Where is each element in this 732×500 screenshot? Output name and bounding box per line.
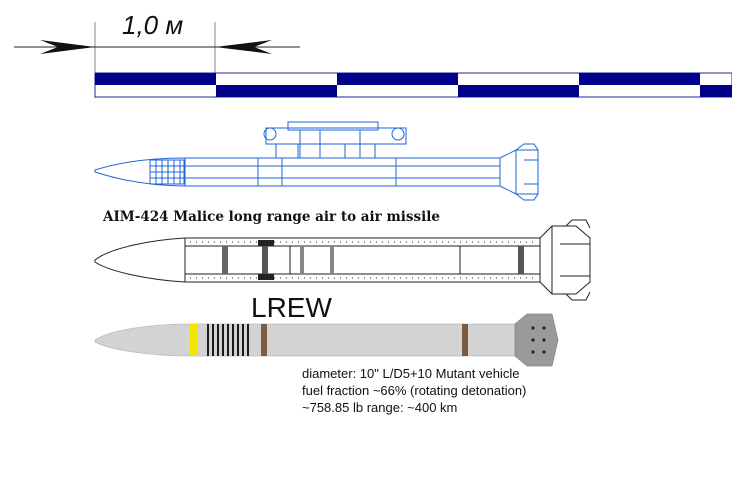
- scale-segment: [337, 73, 458, 85]
- lrew-label: LREW: [251, 292, 332, 323]
- missile-top-drawing: [94, 121, 539, 201]
- body-ring: [462, 324, 468, 356]
- scale-bar: 1,0 м: [14, 10, 732, 98]
- body-ring: [261, 324, 267, 356]
- aim424-title: AIM-424 Malice long range air to air mis…: [102, 209, 440, 225]
- scale-segment: [579, 73, 700, 85]
- spec-line: fuel fraction ~66% (rotating detonation): [302, 383, 526, 398]
- tail-section: [539, 225, 591, 295]
- arrow-left-icon: [215, 40, 272, 54]
- lrew-tail: [514, 313, 559, 367]
- scale-segment: [216, 85, 337, 97]
- arrow-right-icon: [40, 40, 95, 54]
- missile-body-outline: [94, 237, 541, 283]
- launcher-rack: [263, 121, 407, 159]
- missile-bottom-drawing: [94, 313, 559, 367]
- missile-middle-drawing: [94, 219, 591, 301]
- scale-segments: [95, 73, 732, 97]
- scale-label: 1,0 м: [122, 10, 183, 40]
- scale-segment: [700, 85, 732, 97]
- spec-line: diameter: 10" L/D5+10 Mutant vehicle: [302, 366, 519, 381]
- lrew-body: [94, 323, 516, 357]
- spec-line: ~758.85 lb range: ~400 km: [302, 400, 457, 415]
- warning-band: [190, 324, 197, 356]
- lrew-specs: diameter: 10" L/D5+10 Mutant vehicle fue…: [302, 366, 526, 415]
- seeker-mesh: [149, 159, 185, 185]
- black-stripes: [207, 324, 249, 356]
- scale-segment: [95, 73, 216, 85]
- scale-segment: [458, 85, 579, 97]
- tail-section: [499, 149, 539, 195]
